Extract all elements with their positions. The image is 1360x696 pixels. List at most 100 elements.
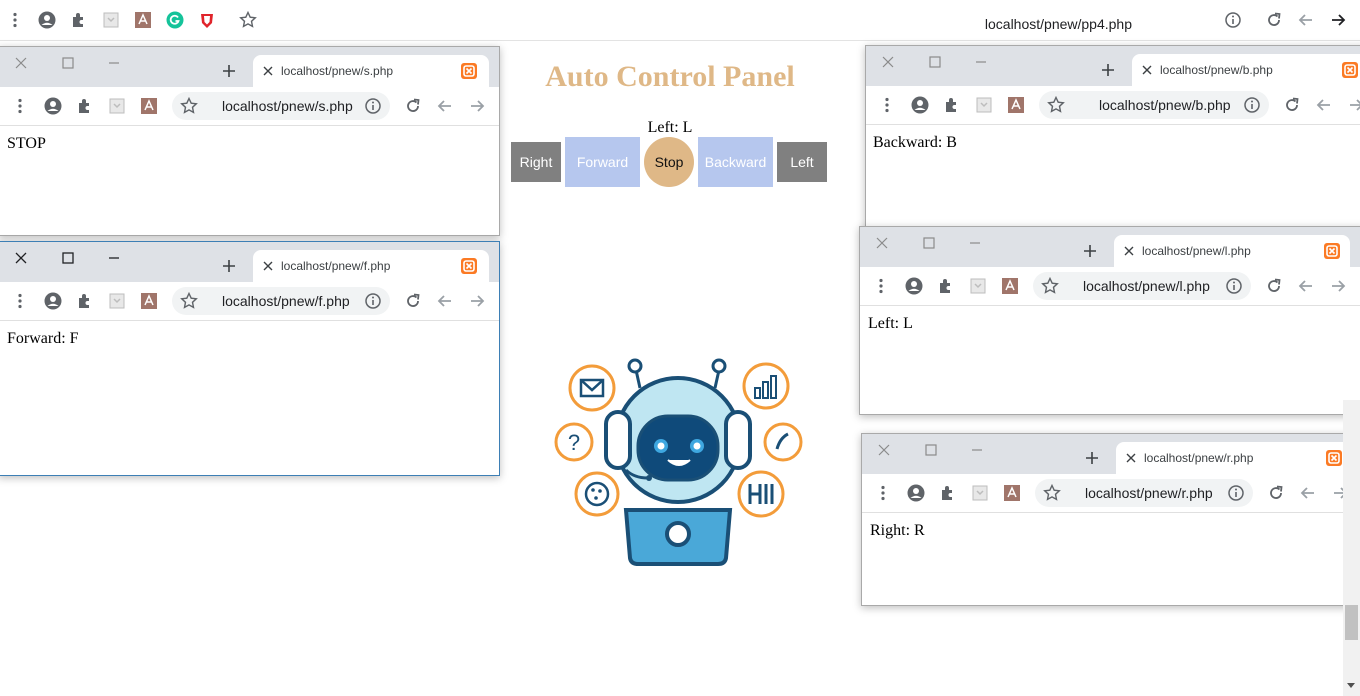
- back-icon[interactable]: [436, 292, 454, 310]
- main-address-bar[interactable]: localhost/pnew/pp4.php: [232, 4, 1258, 36]
- pocket-icon[interactable]: [975, 96, 993, 114]
- back-icon[interactable]: [1297, 277, 1315, 295]
- grammarly-icon[interactable]: [166, 11, 184, 29]
- page-scrollbar[interactable]: [1343, 400, 1360, 696]
- address-bar[interactable]: localhost/pnew/b.php: [1039, 91, 1269, 119]
- tab-close-icon[interactable]: [1124, 246, 1134, 256]
- forward-icon[interactable]: [468, 97, 486, 115]
- close-icon[interactable]: [880, 54, 896, 70]
- pdf-icon[interactable]: [140, 97, 158, 115]
- menu-icon[interactable]: [878, 96, 896, 114]
- pocket-icon[interactable]: [102, 11, 120, 29]
- bookmark-star-icon[interactable]: [180, 97, 198, 115]
- back-icon[interactable]: [436, 97, 454, 115]
- reload-icon[interactable]: [1267, 484, 1285, 502]
- minimize-icon[interactable]: [969, 442, 985, 458]
- back-icon[interactable]: [1297, 11, 1315, 29]
- close-icon[interactable]: [876, 442, 892, 458]
- info-icon[interactable]: [1225, 277, 1243, 295]
- address-bar[interactable]: localhost/pnew/l.php: [1033, 272, 1251, 300]
- scrollbar-thumb[interactable]: [1345, 605, 1358, 640]
- maximize-icon[interactable]: [60, 250, 76, 266]
- minimize-icon[interactable]: [973, 54, 989, 70]
- forward-icon[interactable]: [1329, 11, 1347, 29]
- menu-icon[interactable]: [874, 484, 892, 502]
- info-icon[interactable]: [1224, 11, 1242, 29]
- extensions-icon[interactable]: [939, 484, 957, 502]
- bookmark-star-icon[interactable]: [1041, 277, 1059, 295]
- profile-icon[interactable]: [38, 11, 56, 29]
- forward-icon[interactable]: [1329, 277, 1347, 295]
- pocket-icon[interactable]: [969, 277, 987, 295]
- maximize-icon[interactable]: [921, 235, 937, 251]
- address-bar[interactable]: localhost/pnew/f.php: [172, 287, 390, 315]
- menu-icon[interactable]: [872, 277, 890, 295]
- menu-icon[interactable]: [6, 11, 24, 29]
- reload-icon[interactable]: [404, 97, 422, 115]
- minimize-icon[interactable]: [967, 235, 983, 251]
- tab-close-icon[interactable]: [1126, 453, 1136, 463]
- bookmark-star-icon[interactable]: [1047, 96, 1065, 114]
- brave-icon[interactable]: [198, 11, 216, 29]
- tab-l[interactable]: localhost/pnew/l.php: [1114, 235, 1350, 267]
- tab-close-icon[interactable]: [1142, 65, 1152, 75]
- bookmark-star-icon[interactable]: [180, 292, 198, 310]
- forward-icon[interactable]: [468, 292, 486, 310]
- pocket-icon[interactable]: [108, 292, 126, 310]
- info-icon[interactable]: [364, 292, 382, 310]
- extensions-icon[interactable]: [76, 97, 94, 115]
- info-icon[interactable]: [1227, 484, 1245, 502]
- close-icon[interactable]: [13, 55, 29, 71]
- reload-icon[interactable]: [1265, 11, 1283, 29]
- profile-icon[interactable]: [905, 277, 923, 295]
- tab-close-icon[interactable]: [263, 66, 273, 76]
- info-icon[interactable]: [1243, 96, 1261, 114]
- tab-b[interactable]: localhost/pnew/b.php: [1132, 54, 1360, 86]
- address-bar[interactable]: localhost/pnew/r.php: [1035, 479, 1253, 507]
- pocket-icon[interactable]: [971, 484, 989, 502]
- profile-icon[interactable]: [44, 292, 62, 310]
- info-icon[interactable]: [364, 97, 382, 115]
- reload-icon[interactable]: [1283, 96, 1301, 114]
- back-icon[interactable]: [1315, 96, 1333, 114]
- maximize-icon[interactable]: [923, 442, 939, 458]
- tab-f[interactable]: localhost/pnew/f.php: [253, 250, 489, 282]
- minimize-icon[interactable]: [106, 55, 122, 71]
- extensions-icon[interactable]: [70, 11, 88, 29]
- tab-s[interactable]: localhost/pnew/s.php: [253, 55, 489, 87]
- profile-icon[interactable]: [44, 97, 62, 115]
- stop-button[interactable]: Stop: [644, 137, 694, 187]
- back-icon[interactable]: [1299, 484, 1317, 502]
- bookmark-star-icon[interactable]: [1043, 484, 1061, 502]
- pdf-icon[interactable]: [134, 11, 152, 29]
- pdf-icon[interactable]: [1003, 484, 1021, 502]
- tab-r[interactable]: localhost/pnew/r.php: [1116, 442, 1352, 474]
- maximize-icon[interactable]: [927, 54, 943, 70]
- new-tab-icon[interactable]: [221, 63, 237, 79]
- new-tab-icon[interactable]: [1084, 450, 1100, 466]
- new-tab-icon[interactable]: [221, 258, 237, 274]
- profile-icon[interactable]: [911, 96, 929, 114]
- extensions-icon[interactable]: [937, 277, 955, 295]
- new-tab-icon[interactable]: [1082, 243, 1098, 259]
- pdf-icon[interactable]: [1007, 96, 1025, 114]
- close-icon[interactable]: [13, 250, 29, 266]
- reload-icon[interactable]: [404, 292, 422, 310]
- forward-button[interactable]: Forward: [565, 137, 640, 187]
- minimize-icon[interactable]: [106, 250, 122, 266]
- left-button[interactable]: Left: [777, 142, 827, 182]
- maximize-icon[interactable]: [60, 55, 76, 71]
- extensions-icon[interactable]: [76, 292, 94, 310]
- address-bar[interactable]: localhost/pnew/s.php: [172, 92, 390, 120]
- scroll-down-arrow-icon[interactable]: [1347, 683, 1355, 688]
- menu-icon[interactable]: [11, 97, 29, 115]
- menu-icon[interactable]: [11, 292, 29, 310]
- reload-icon[interactable]: [1265, 277, 1283, 295]
- extensions-icon[interactable]: [943, 96, 961, 114]
- pocket-icon[interactable]: [108, 97, 126, 115]
- new-tab-icon[interactable]: [1100, 62, 1116, 78]
- tab-close-icon[interactable]: [263, 261, 273, 271]
- backward-button[interactable]: Backward: [698, 137, 773, 187]
- pdf-icon[interactable]: [140, 292, 158, 310]
- forward-icon[interactable]: [1347, 96, 1360, 114]
